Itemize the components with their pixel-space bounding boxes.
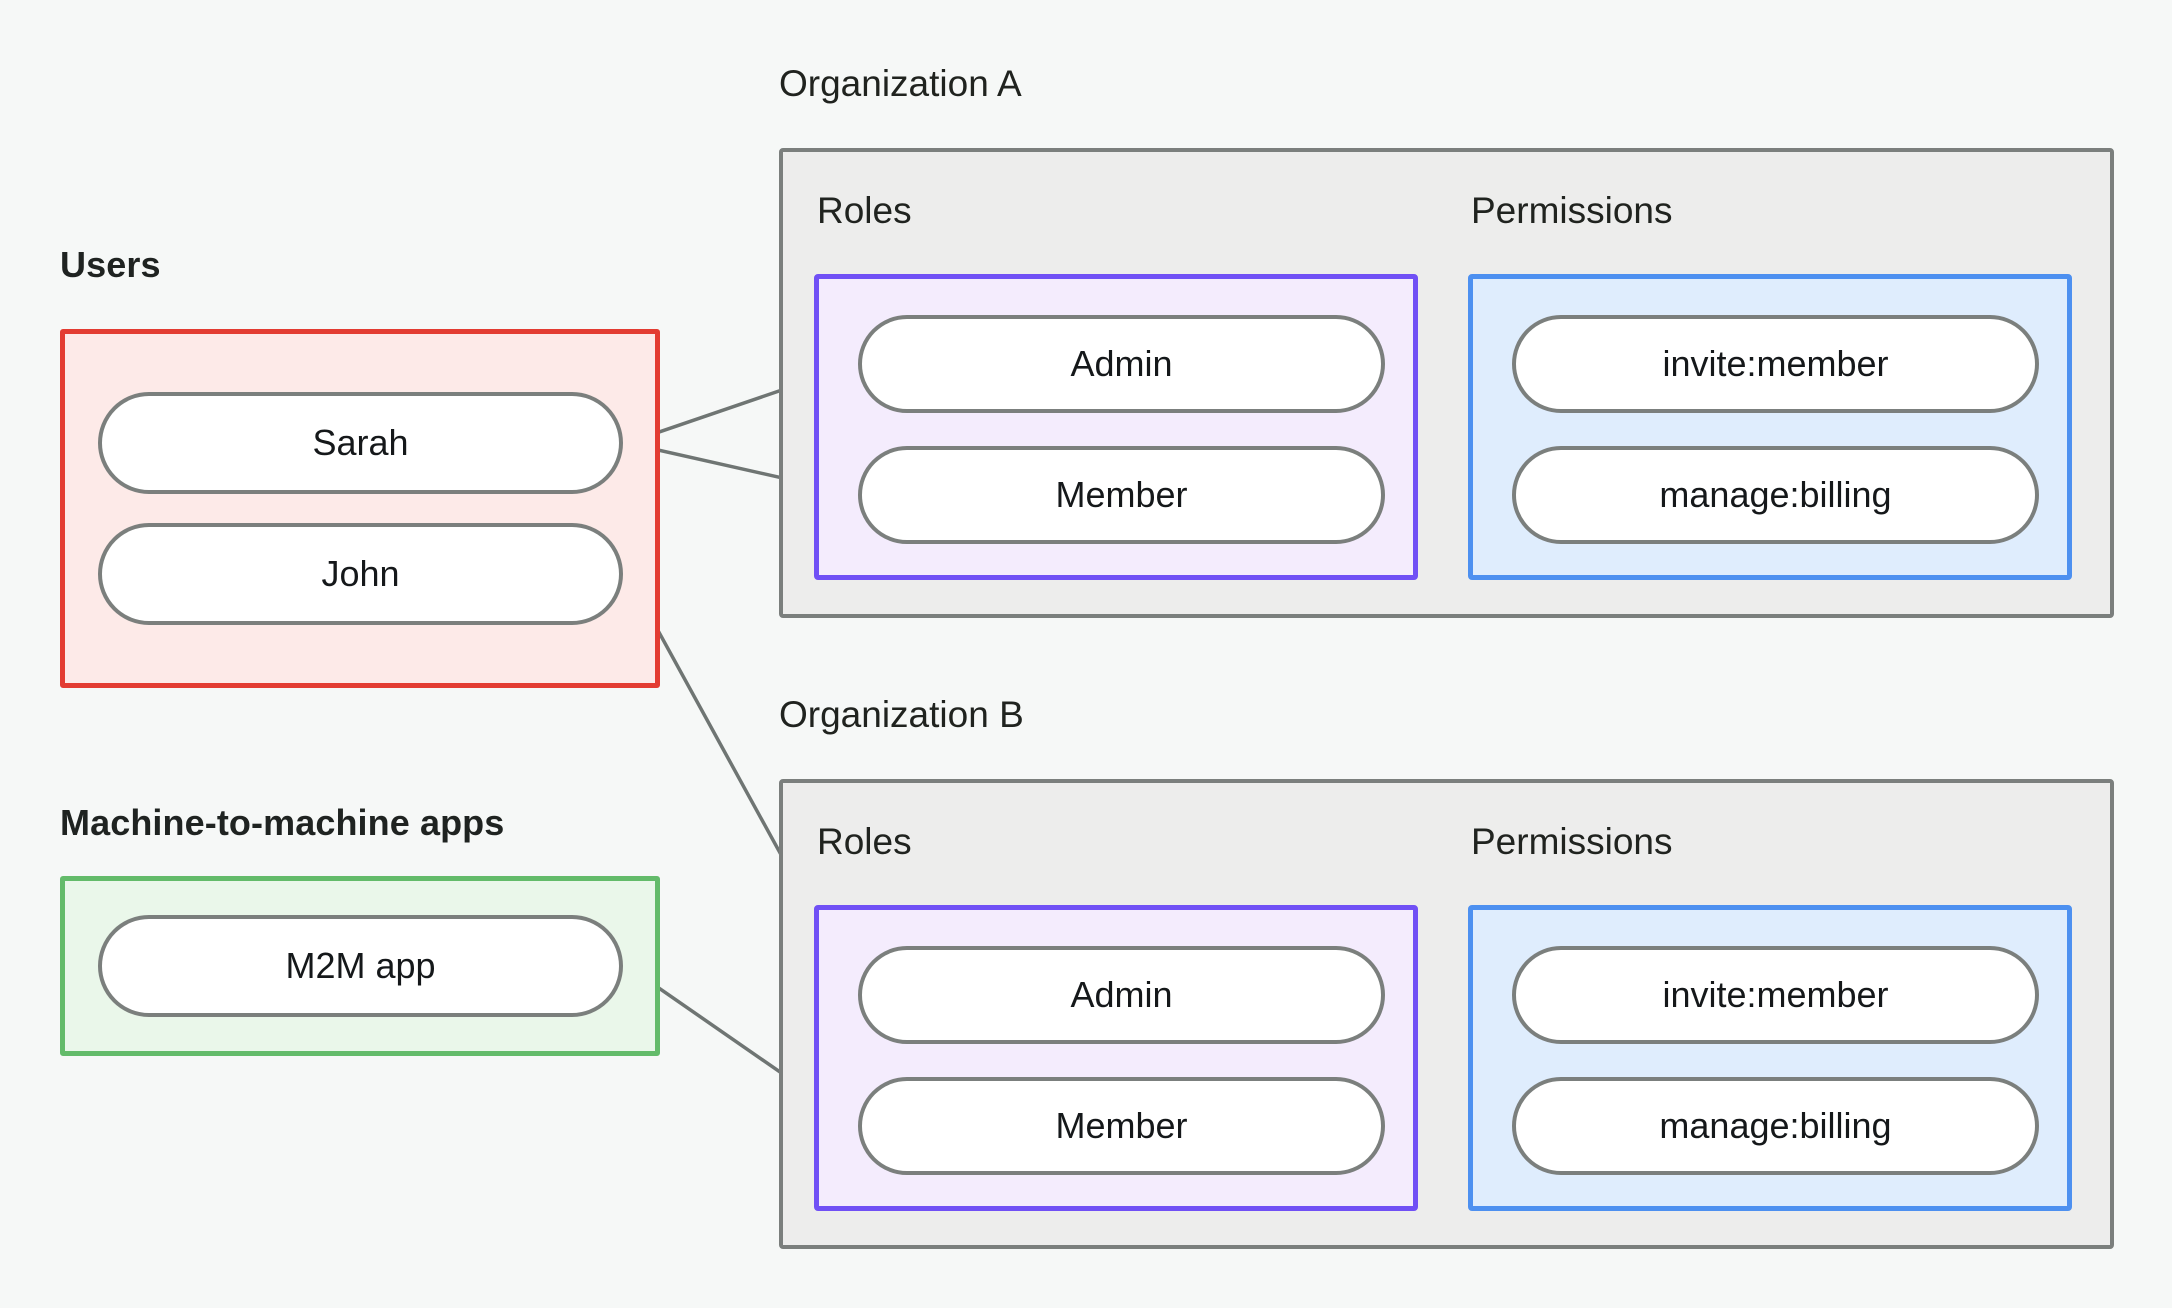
user-node-john[interactable]: John (98, 523, 623, 625)
org-a-roles-label: Roles (817, 190, 912, 231)
org-b-role-node-member[interactable]: Member (858, 1077, 1385, 1175)
org-a-permissions-label: Permissions (1471, 190, 1673, 231)
org-b-permission-node-invite-member[interactable]: invite:member (1512, 946, 2039, 1044)
org-a-title: Organization A (779, 63, 1022, 104)
users-group-label: Users (60, 244, 161, 285)
org-b-permissions-label: Permissions (1471, 821, 1673, 862)
users-container (60, 329, 660, 688)
org-a-role-node-member[interactable]: Member (858, 446, 1385, 544)
org-b-role-node-admin[interactable]: Admin (858, 946, 1385, 1044)
m2m-node-app[interactable]: M2M app (98, 915, 623, 1017)
org-b-title: Organization B (779, 694, 1024, 735)
org-b-permission-node-manage-billing[interactable]: manage:billing (1512, 1077, 2039, 1175)
org-a-permission-node-manage-billing[interactable]: manage:billing (1512, 446, 2039, 544)
m2m-group-label: Machine-to-machine apps (60, 802, 505, 843)
org-a-role-node-admin[interactable]: Admin (858, 315, 1385, 413)
org-b-roles-label: Roles (817, 821, 912, 862)
user-node-sarah[interactable]: Sarah (98, 392, 623, 494)
org-a-permission-node-invite-member[interactable]: invite:member (1512, 315, 2039, 413)
